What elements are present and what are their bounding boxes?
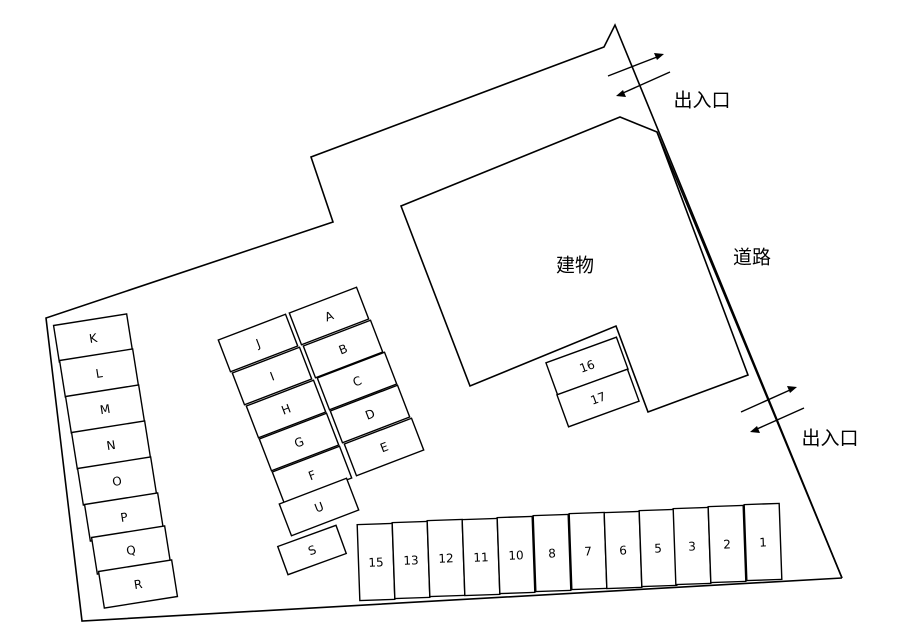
parking-space-u: U	[278, 477, 360, 537]
parking-space-label: N	[106, 438, 117, 453]
parking-space-outline	[556, 368, 640, 428]
parking-space-10: 10	[496, 515, 536, 595]
parking-space-outline	[532, 513, 572, 593]
parking-space-outline	[329, 384, 411, 444]
parking-space-7: 7	[568, 511, 608, 591]
parking-space-outline	[217, 313, 299, 373]
parking-space-outline	[231, 346, 313, 406]
road-edge	[656, 131, 843, 579]
parking-space-label: 6	[619, 543, 627, 557]
parking-space-label: 3	[688, 539, 696, 553]
parking-space-i: I	[231, 346, 313, 406]
parking-space-label: Q	[125, 543, 137, 558]
parking-space-g: G	[258, 412, 340, 472]
parking-space-outline	[278, 477, 360, 537]
parking-space-label: 15	[368, 555, 384, 570]
parking-space-6: 6	[603, 510, 643, 590]
building-outline	[399, 116, 750, 414]
parking-space-15: 15	[356, 522, 396, 602]
parking-space-outline	[496, 515, 536, 595]
parking-space-3: 3	[672, 506, 712, 586]
parking-space-outline	[276, 524, 348, 576]
parking-space-5: 5	[638, 508, 678, 588]
parking-space-label: 12	[438, 551, 454, 566]
parking-space-q: Q	[90, 525, 172, 575]
building-label: 建物	[556, 255, 594, 277]
parking-space-a: A	[288, 286, 370, 346]
parking-space-outline	[97, 559, 179, 609]
parking-space-outline	[743, 502, 783, 582]
parking-space-label: K	[88, 331, 99, 346]
parking-space-1: 1	[743, 502, 783, 582]
parking-space-label: O	[111, 474, 123, 489]
parking-space-m: M	[64, 384, 146, 434]
lot-boundary	[45, 23, 843, 622]
parking-space-label: 8	[548, 546, 556, 560]
parking-space-label: 1	[759, 535, 767, 549]
parking-space-label: 13	[403, 553, 419, 568]
parking-space-label: 7	[584, 544, 592, 558]
parking-space-outline	[316, 351, 398, 411]
parking-space-label: 5	[654, 541, 662, 555]
parking-space-2: 2	[707, 504, 747, 584]
parking-space-label: F	[306, 468, 318, 484]
parking-space-label: 11	[473, 550, 489, 565]
parking-space-c: C	[316, 351, 398, 411]
parking-space-b: B	[302, 319, 384, 379]
parking-space-label: I	[268, 369, 276, 383]
parking-space-label: P	[119, 510, 128, 525]
parking-space-label: R	[133, 577, 143, 592]
parking-space-17: 17	[556, 368, 640, 428]
parking-space-d: D	[329, 384, 411, 444]
parking-space-s: S	[276, 524, 348, 576]
parking-space-outline	[288, 286, 370, 346]
parking-space-11: 11	[461, 517, 501, 597]
parking-space-j: J	[217, 313, 299, 373]
entrance-label-bottom: 出入口	[801, 428, 858, 450]
parking-space-13: 13	[391, 520, 431, 600]
parking-space-label: 16	[578, 357, 597, 375]
parking-space-outline	[258, 412, 340, 472]
parking-space-outline	[245, 379, 327, 439]
parking-space-label: 17	[589, 389, 608, 407]
parking-space-e: E	[343, 417, 425, 477]
entrance-label-top: 出入口	[673, 90, 730, 112]
parking-space-outline	[302, 319, 384, 379]
parking-space-label: M	[99, 402, 111, 417]
parking-space-o: O	[76, 456, 158, 506]
parking-space-label: J	[253, 336, 262, 351]
parking-space-label: S	[306, 543, 318, 559]
parking-space-12: 12	[426, 518, 466, 598]
parking-space-outline	[707, 504, 747, 584]
parking-space-label: 2	[723, 537, 731, 551]
parking-space-8: 8	[532, 513, 572, 593]
parking-space-label: 10	[508, 548, 524, 563]
road-label: 道路	[733, 247, 771, 269]
entrance-arrows-top	[607, 53, 671, 97]
entrance-arrows-bottom	[740, 386, 805, 433]
parking-space-h: H	[245, 379, 327, 439]
parking-space-k: K	[52, 313, 134, 363]
parking-space-16: 16	[545, 336, 629, 396]
parking-space-label: L	[95, 366, 104, 381]
parking-space-outline	[343, 417, 425, 477]
parking-space-r: R	[97, 559, 179, 609]
